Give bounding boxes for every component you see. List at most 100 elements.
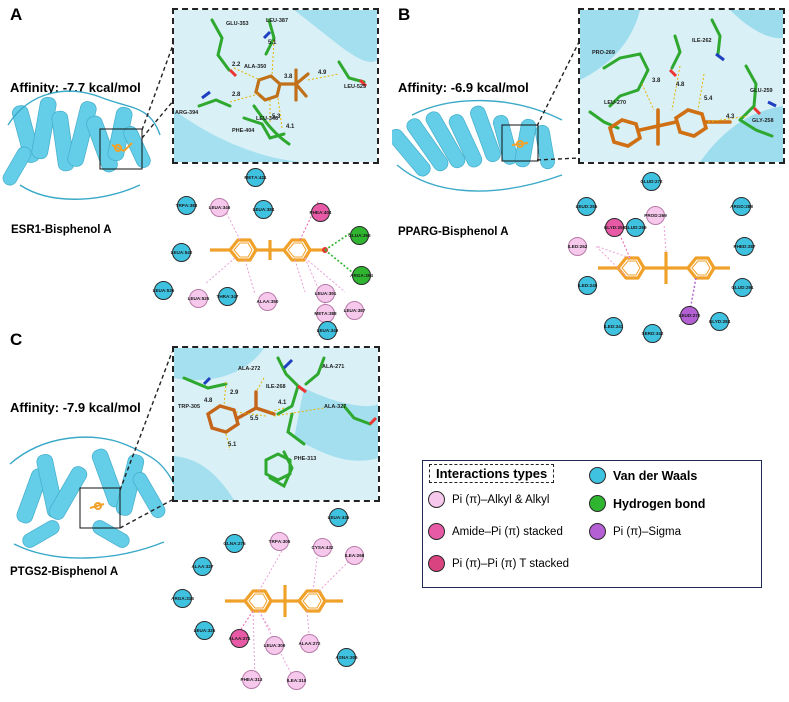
panel-b-distance: 3.8	[652, 78, 661, 84]
panel-a-letter: A	[10, 5, 23, 24]
panel-c-protein-cartoon	[9, 436, 175, 559]
panel-b-complex-name: PPARG-Bisphenol A	[398, 226, 509, 238]
legend-swatch	[589, 523, 606, 540]
panel-a-affinity: Affinity: -7.7 kcal/mol	[10, 80, 141, 95]
legend-swatch	[428, 555, 445, 572]
panel-c-zoom-connector	[119, 351, 173, 529]
panel-a-zoom-label: LEU-387	[266, 18, 288, 24]
panel-b-interaction-lines	[595, 223, 730, 311]
legend-item-van-der-waals: Van der Waals	[589, 467, 697, 484]
panel-c-letter: C	[10, 330, 23, 349]
panel-a-zoom-label: LEU-346	[256, 116, 278, 122]
legend-item-pi-sigma: Pi (π)–Sigma	[589, 523, 681, 540]
panel-b-zoom-label: LEU-270	[604, 100, 626, 106]
panel-b-distance: 4.8	[676, 82, 685, 88]
panel-c-zoom-label: ILE-268	[266, 384, 286, 390]
panel-c-distance: 4.1	[278, 400, 287, 406]
panel-b-letter: B	[398, 5, 411, 24]
panel-a-complex-name: ESR1-Bisphenol A	[11, 224, 112, 236]
panel-a-zoom-inset: GLU-353 LEU-387 ALA-350 LEU-525 ARG-394 …	[172, 8, 379, 164]
panel-a-zoom-label: LEU-525	[344, 84, 366, 90]
panel-c-distance: 2.9	[230, 390, 239, 396]
panel-a-distance: 4.9	[318, 70, 327, 76]
legend-label: Pi (π)–Alkyl & Alkyl	[452, 493, 550, 506]
panel-a-zoom-label: PHE-404	[232, 128, 255, 134]
legend-swatch	[428, 491, 445, 508]
panel-b-zoom-label: PRO-269	[592, 50, 615, 56]
panel-c-distance: 5.5	[250, 416, 259, 422]
legend-swatch	[428, 523, 445, 540]
panel-a-distance: 2.2	[232, 62, 241, 68]
legend-item-amide-pi: Amide–Pi (π) stacked	[428, 523, 563, 540]
legend-label: Hydrogen bond	[613, 496, 706, 511]
panel-b-zoom-label: GLY-258	[752, 118, 774, 124]
legend-label: Pi (π)–Sigma	[613, 525, 682, 538]
interaction-types-legend: Interactions types Pi (π)–Alkyl & Alkyl …	[422, 460, 762, 588]
legend-item-pi-pi-t: Pi (π)–Pi (π) T stacked	[428, 555, 569, 572]
panel-a-zoom-connector	[141, 41, 175, 139]
panel-a-zoom-label: ARG-394	[175, 110, 199, 116]
panel-b-distance: 4.3	[726, 114, 735, 120]
legend-label: Amide–Pi (π) stacked	[452, 525, 563, 538]
legend-label: Van der Waals	[613, 468, 698, 483]
panel-a-distance: 4.1	[286, 124, 295, 130]
panel-b-zoom-connector	[536, 41, 580, 161]
panel-c-distance: 4.8	[204, 398, 213, 404]
panel-b-zoom-inset: PRO-269 ILE-262 LEU-270 GLU-259 GLY-258 …	[578, 8, 785, 164]
panel-c-interaction-lines	[225, 542, 352, 682]
panel-b-zoom-label: ILE-262	[692, 38, 712, 44]
legend-item-hydrogen-bond: Hydrogen bond	[589, 495, 705, 512]
panel-c-zoom-label: PHE-313	[294, 456, 316, 462]
legend-title: Interactions types	[429, 464, 555, 483]
panel-a-distance: 3.8	[284, 74, 293, 80]
panel-c-affinity: Affinity: -7.9 kcal/mol	[10, 400, 141, 415]
panel-a-distance: 5.1	[268, 40, 277, 46]
panel-c-complex-name: PTGS2-Bisphenol A	[10, 566, 119, 578]
panel-b-affinity: Affinity: -6.9 kcal/mol	[398, 80, 529, 95]
panel-c-zoom-label: ALA-327	[324, 404, 346, 410]
legend-swatch	[589, 467, 606, 484]
panel-a-zoom-label: ALA-350	[244, 64, 266, 70]
panel-c-distance: 5.1	[228, 442, 237, 448]
panel-b-zoom-label: GLU-259	[750, 88, 773, 94]
panel-a-zoom-label: GLU-353	[226, 21, 249, 27]
